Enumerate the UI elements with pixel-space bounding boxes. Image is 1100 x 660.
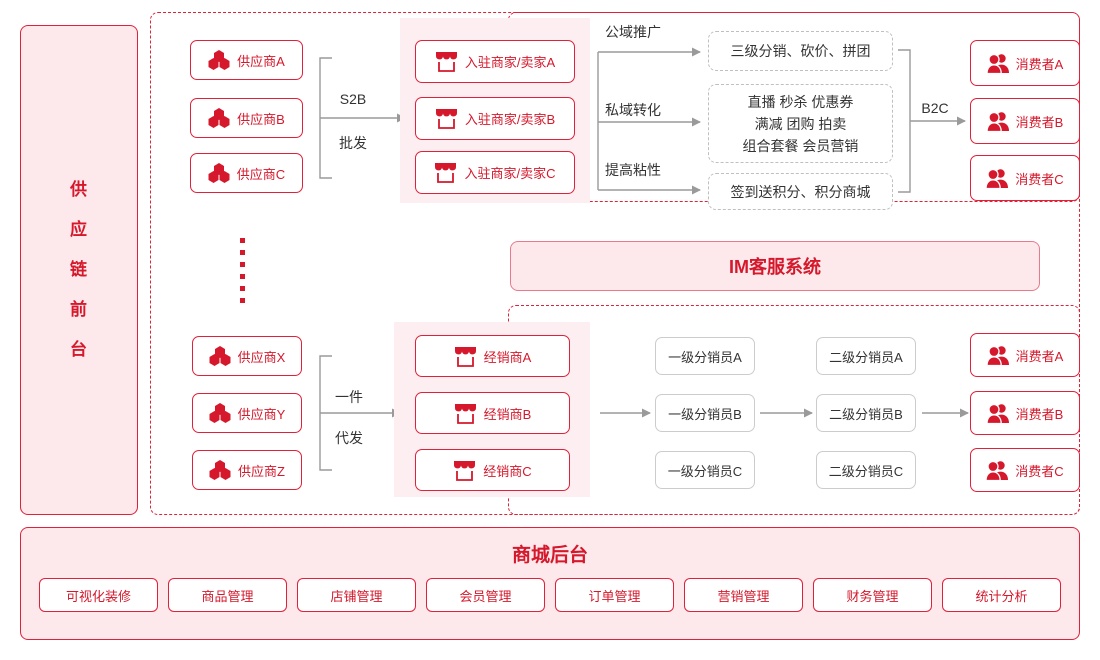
backend-button-member-mgmt[interactable]: 会员管理 [426,578,545,612]
consumer-icon [985,460,1009,481]
supplier-box[interactable]: 供应商A [190,40,303,80]
consumer-box[interactable]: 消费者C [970,448,1080,492]
branch-label-private-domain: 私域转化 [605,102,661,118]
dropship-label-line2: 代发 [335,430,363,446]
level2-distributor-box[interactable]: 二级分销员C [816,451,916,489]
b2c-label: B2C [921,100,949,116]
backend-button-visual-design[interactable]: 可视化装修 [39,578,158,612]
merchant-label: 入驻商家/卖家A [464,55,556,70]
consumer-label: 消费者C [1015,463,1064,479]
storefront-icon [435,108,458,129]
consumer-box[interactable]: 消费者A [970,333,1080,377]
supplier-label: 供应商X [237,349,286,365]
consumer-icon [986,111,1009,132]
feature-box-stickiness[interactable]: 签到送积分、积分商城 [708,173,893,210]
consumer-box[interactable]: 消费者A [970,40,1080,86]
supplier-label: 供应商A [237,53,285,69]
dropship-label-line1: 一件 [335,389,363,405]
supplier-box[interactable]: 供应商X [192,336,302,376]
merchant-box[interactable]: 入驻商家/卖家A [415,40,575,83]
feature-box-public-domain[interactable]: 三级分销、砍价、拼团 [708,31,893,71]
supply-char-0: 供 [70,180,88,199]
storefront-icon [454,346,477,367]
s2b-label: S2B [339,91,367,107]
backend-button-order-mgmt[interactable]: 订单管理 [555,578,674,612]
consumer-box[interactable]: 消费者B [970,98,1080,144]
merchant-label: 入驻商家/卖家C [464,166,556,181]
im-service-bar[interactable]: IM客服系统 [510,241,1040,291]
consumer-label: 消费者A [1015,348,1064,364]
supplier-label: 供应商Z [238,463,285,479]
dealer-box[interactable]: 经销商B [415,392,570,434]
hexagon-cluster-icon [209,403,231,423]
backend-button-product-mgmt[interactable]: 商品管理 [168,578,287,612]
supplier-label: 供应商Y [237,406,286,422]
feature-box-private-domain[interactable]: 直播 秒杀 优惠券 满减 团购 拍卖 组合套餐 会员营销 [708,84,893,163]
storefront-icon [453,460,476,481]
backend-button-row: 可视化装修 商品管理 店铺管理 会员管理 订单管理 营销管理 财务管理 统计分析 [39,578,1061,612]
hexagon-cluster-icon [208,108,230,128]
supply-chain-band: 供 应 链 前 台 [20,25,138,515]
ellipsis-dots [240,238,246,310]
consumer-icon [985,168,1009,189]
consumer-icon [986,403,1009,424]
dealer-box[interactable]: 经销商C [415,449,570,491]
merchant-label: 入驻商家/卖家B [464,112,556,127]
merchant-box[interactable]: 入驻商家/卖家C [415,151,575,194]
im-service-label: IM客服系统 [729,257,821,277]
level1-distributor-box[interactable]: 一级分销员B [655,394,755,432]
level1-distributor-box[interactable]: 一级分销员C [655,451,755,489]
supply-char-2: 链 [70,260,88,279]
hexagon-cluster-icon [208,163,230,183]
level2-distributor-box[interactable]: 二级分销员A [816,337,916,375]
dealer-label: 经销商C [483,463,532,479]
supply-chain-band-label: 供 应 链 前 台 [70,170,88,370]
backend-title: 商城后台 [511,545,588,566]
backend-button-store-mgmt[interactable]: 店铺管理 [297,578,416,612]
storefront-icon [435,51,458,72]
hexagon-cluster-icon [209,346,231,366]
supply-char-1: 应 [70,220,88,239]
backend-button-marketing-mgmt[interactable]: 营销管理 [684,578,803,612]
level2-distributor-box[interactable]: 二级分销员B [816,394,916,432]
wholesale-label: 批发 [339,135,367,151]
consumer-box[interactable]: 消费者C [970,155,1080,201]
branch-label-stickiness: 提高粘性 [605,162,661,178]
storefront-icon [434,162,457,183]
supplier-box[interactable]: 供应商C [190,153,303,193]
consumer-label: 消费者B [1015,406,1064,422]
dealer-label: 经销商B [483,406,532,422]
supplier-label: 供应商C [236,166,286,182]
dealer-box[interactable]: 经销商A [415,335,570,377]
storefront-icon [454,403,477,424]
supply-char-4: 台 [70,340,88,359]
backend-button-analytics[interactable]: 统计分析 [942,578,1061,612]
consumer-icon [986,53,1009,74]
supplier-box[interactable]: 供应商B [190,98,303,138]
consumer-label: 消费者B [1015,114,1064,130]
branch-label-public-domain: 公域推广 [605,24,661,40]
consumer-box[interactable]: 消费者B [970,391,1080,435]
backend-button-finance-mgmt[interactable]: 财务管理 [813,578,932,612]
consumer-icon [986,345,1009,366]
consumer-label: 消费者A [1015,56,1064,72]
supplier-label: 供应商B [237,111,285,127]
consumer-label: 消费者C [1015,171,1064,187]
merchant-box[interactable]: 入驻商家/卖家B [415,97,575,140]
hexagon-cluster-icon [208,50,230,70]
level1-distributor-box[interactable]: 一级分销员A [655,337,755,375]
backend-panel: 商城后台 可视化装修 商品管理 店铺管理 会员管理 订单管理 营销管理 财务管理… [20,527,1080,640]
hexagon-cluster-icon [209,460,231,480]
dealer-label: 经销商A [483,349,532,365]
supplier-box[interactable]: 供应商Z [192,450,302,490]
supplier-box[interactable]: 供应商Y [192,393,302,433]
supply-char-3: 前 [70,300,88,319]
